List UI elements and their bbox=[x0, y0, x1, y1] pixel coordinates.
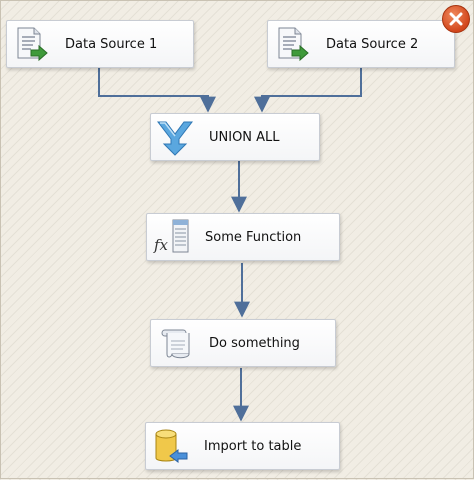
node-label: Data Source 1 bbox=[65, 36, 158, 52]
function-icon: fx bbox=[151, 217, 191, 257]
node-do-something[interactable]: Do something bbox=[150, 319, 336, 367]
close-button[interactable] bbox=[442, 5, 470, 33]
node-label: Some Function bbox=[205, 229, 302, 245]
node-label: Data Source 2 bbox=[326, 36, 419, 52]
script-icon bbox=[155, 323, 195, 363]
node-data-source-1[interactable]: Data Source 1 bbox=[6, 20, 194, 68]
database-import-icon bbox=[150, 426, 190, 466]
node-union-all[interactable]: UNION ALL bbox=[150, 113, 320, 161]
node-label: Import to table bbox=[204, 438, 302, 454]
close-icon bbox=[449, 12, 463, 26]
union-all-icon bbox=[155, 117, 195, 157]
data-source-icon bbox=[272, 24, 312, 64]
connector-source2-to-union[interactable] bbox=[254, 68, 362, 113]
node-label: UNION ALL bbox=[209, 129, 280, 145]
node-data-source-2[interactable]: Data Source 2 bbox=[267, 20, 455, 68]
node-import-to-table[interactable]: Import to table bbox=[145, 422, 340, 470]
node-some-function[interactable]: fx Some Function bbox=[146, 213, 340, 261]
data-source-icon bbox=[11, 24, 51, 64]
node-label: Do something bbox=[209, 335, 300, 351]
connector-source1-to-union[interactable] bbox=[98, 68, 216, 113]
svg-text:fx: fx bbox=[153, 236, 169, 254]
